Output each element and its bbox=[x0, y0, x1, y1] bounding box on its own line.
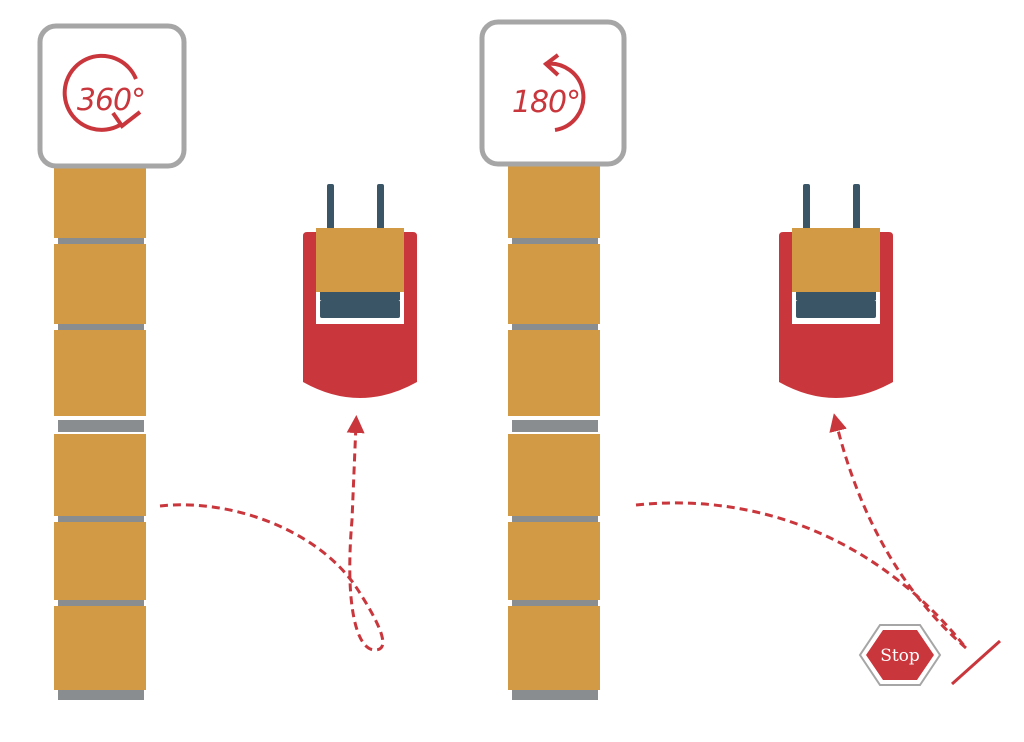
pallet bbox=[508, 606, 600, 690]
pallet bbox=[508, 434, 600, 516]
stop-line bbox=[950, 639, 1002, 686]
pallet bbox=[54, 434, 146, 516]
pallet-gap bbox=[512, 516, 598, 522]
stop-sign-face bbox=[866, 630, 934, 680]
fork-tine bbox=[853, 184, 860, 232]
pallet bbox=[508, 330, 600, 416]
badge-frame bbox=[479, 19, 627, 167]
pallet-gap bbox=[512, 324, 598, 330]
pallet bbox=[54, 606, 146, 690]
rotate-360-icon bbox=[62, 53, 142, 132]
fork-carriage bbox=[796, 292, 876, 300]
forklift-load bbox=[792, 228, 880, 292]
pallet-gap bbox=[58, 238, 144, 244]
fork-tine bbox=[327, 184, 334, 232]
pallet bbox=[508, 160, 600, 238]
forklift-load bbox=[316, 228, 404, 292]
rotate-180-arc bbox=[544, 61, 586, 132]
forklift-left bbox=[303, 184, 417, 398]
rotation-label-360: 360° bbox=[77, 83, 145, 118]
path-360-turn bbox=[159, 415, 385, 652]
pallet-gap bbox=[512, 600, 598, 606]
rotation-badge-180: 180° bbox=[479, 19, 627, 167]
rotate-180-arrowhead bbox=[542, 53, 560, 77]
rotate-360-arc bbox=[62, 53, 138, 132]
pallet bbox=[54, 244, 146, 324]
forklift-seat bbox=[320, 300, 400, 318]
fork-tine bbox=[377, 184, 384, 232]
rack-base bbox=[58, 690, 144, 700]
pallet-gap bbox=[58, 600, 144, 606]
rack-base bbox=[512, 690, 598, 700]
forklift-seat bbox=[796, 300, 876, 318]
forklift-right bbox=[779, 184, 893, 398]
rotate-180-icon bbox=[542, 53, 586, 132]
stop-sign-icon: Stop bbox=[858, 624, 942, 686]
pallet bbox=[54, 522, 146, 600]
rotate-360-arrowhead bbox=[111, 110, 142, 129]
rack-divider bbox=[58, 420, 144, 432]
rotation-badge-360: 360° bbox=[37, 23, 187, 169]
path-180-forward bbox=[829, 413, 967, 650]
rotation-label-180: 180° bbox=[512, 85, 580, 120]
pallet-gap bbox=[512, 238, 598, 244]
pallet-stack-left bbox=[54, 160, 146, 700]
pallet bbox=[508, 244, 600, 324]
pallet-gap bbox=[58, 324, 144, 330]
pallet bbox=[54, 330, 146, 416]
stop-sign-label: Stop bbox=[880, 646, 920, 666]
pallet bbox=[54, 160, 146, 238]
fork-tine bbox=[803, 184, 810, 232]
pallet bbox=[508, 522, 600, 600]
path-180-reverse bbox=[635, 501, 968, 649]
badge-frame bbox=[37, 23, 187, 169]
pallet-gap bbox=[58, 516, 144, 522]
fork-carriage bbox=[320, 292, 400, 300]
pallet-stack-right bbox=[508, 160, 600, 700]
rack-divider bbox=[512, 420, 598, 432]
